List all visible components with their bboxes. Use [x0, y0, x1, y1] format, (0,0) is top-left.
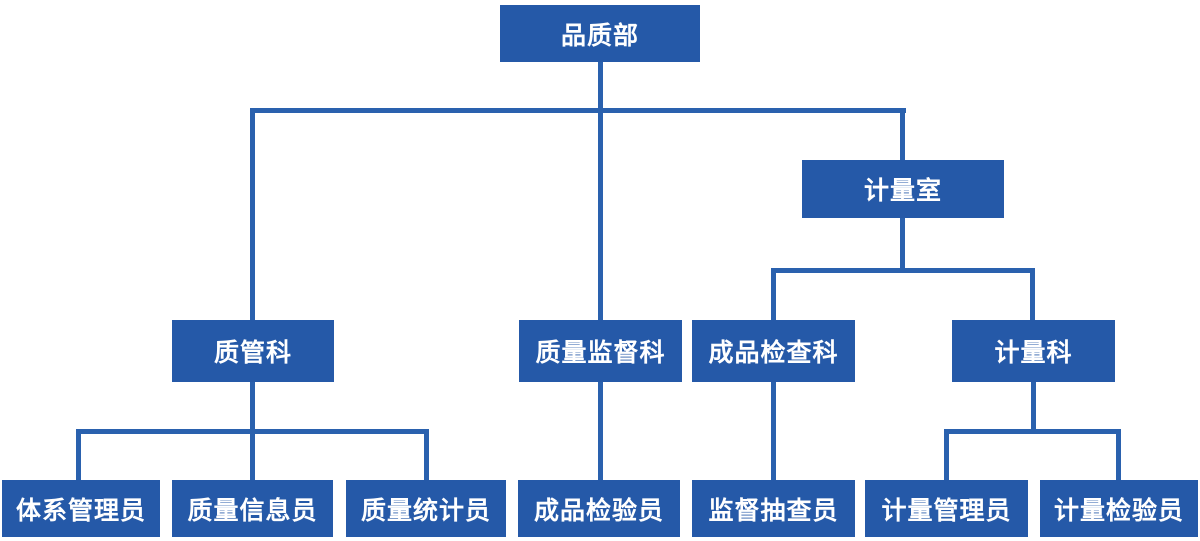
connector-metrology-room-horizontal — [771, 268, 1035, 273]
node-metrology-inspector: 计量检验员 — [1040, 480, 1198, 537]
connector-to-quality-management-section — [250, 108, 255, 320]
connector-quality-management-horizontal — [76, 429, 429, 434]
node-supervision-sampling-inspector: 监督抽查员 — [692, 480, 855, 537]
node-metrology-room: 计量室 — [802, 160, 1004, 218]
connector-to-metrology-room — [900, 108, 905, 160]
connector-metrology-section-stem — [1031, 382, 1036, 434]
node-finished-product-inspector: 成品检验员 — [518, 480, 680, 537]
node-finished-product-inspection-section: 成品检查科 — [692, 320, 855, 382]
connector-to-finished-product-inspector — [598, 382, 603, 480]
connector-to-metrology-section — [1030, 268, 1035, 320]
node-system-administrator: 体系管理员 — [2, 480, 160, 537]
node-quality-department: 品质部 — [500, 5, 700, 62]
connector-to-supervision-sampling-inspector — [771, 382, 776, 480]
node-metrology-administrator: 计量管理员 — [865, 480, 1028, 537]
connector-metrology-section-horizontal — [944, 429, 1121, 434]
connector-to-metrology-inspector — [1116, 429, 1121, 480]
connector-root-stem — [598, 62, 603, 320]
connector-to-system-administrator — [76, 429, 81, 480]
node-quality-statistician: 质量统计员 — [346, 480, 506, 537]
node-quality-information-officer: 质量信息员 — [172, 480, 333, 537]
node-quality-management-section: 质管科 — [172, 320, 334, 382]
connector-to-metrology-administrator — [944, 429, 949, 480]
node-quality-supervision-section: 质量监督科 — [519, 320, 682, 382]
connector-to-quality-statistician — [424, 429, 429, 480]
connector-level1-horizontal — [250, 108, 906, 113]
node-metrology-section: 计量科 — [952, 320, 1115, 382]
connector-metrology-room-stem — [900, 218, 905, 273]
connector-to-finished-product-inspection-section — [771, 268, 776, 320]
